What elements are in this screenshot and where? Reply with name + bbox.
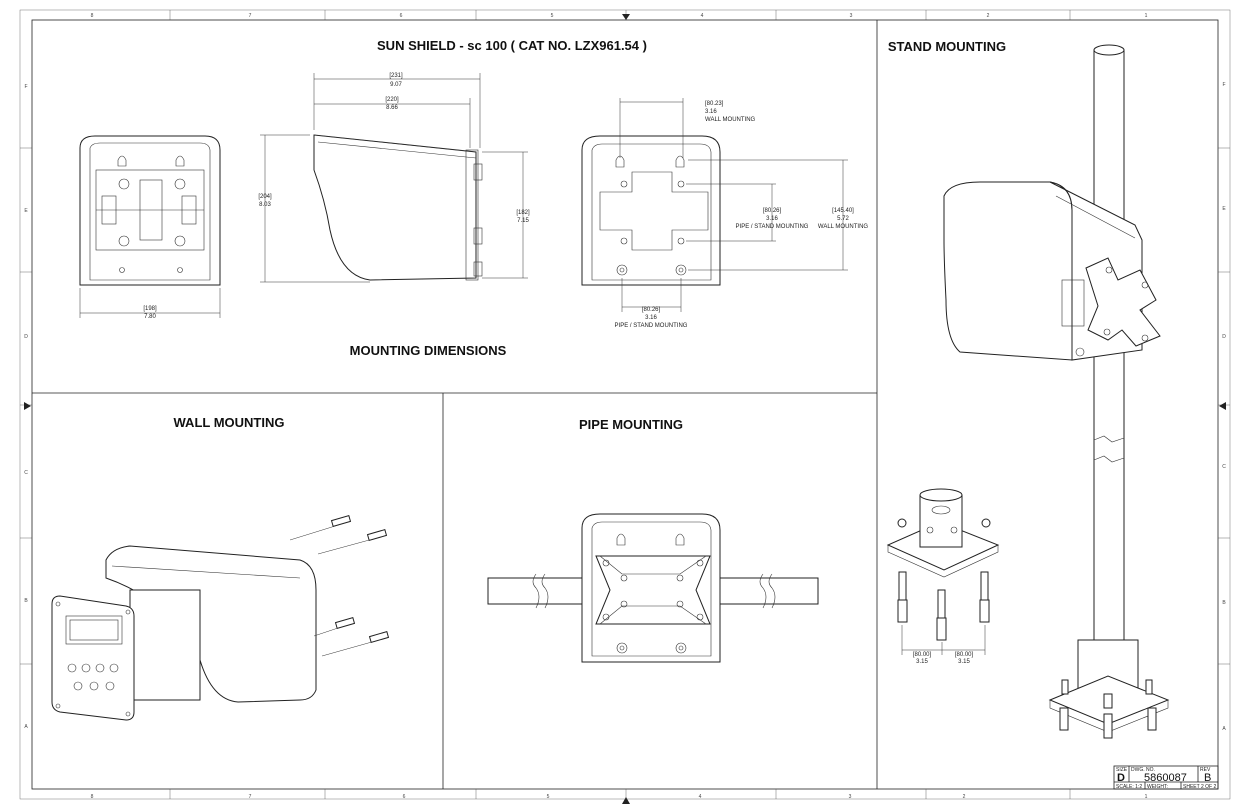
stand-right-mm: [80.00]	[955, 652, 974, 658]
tb-scale: SCALE: 1:2	[1116, 784, 1142, 790]
side-width-mm: [231]	[389, 73, 403, 79]
back-wall-w-mm: [80.23]	[705, 101, 724, 107]
wall-mounting-assembly	[51, 515, 390, 721]
tb-weight: WEIGHT:	[1147, 784, 1168, 790]
front-width-in: 7.80	[144, 314, 156, 320]
side-height-in: 8.03	[259, 202, 271, 208]
zone-bottom-5: 5	[547, 794, 550, 800]
back-pipe-w-label: PIPE / STAND MOUNTING	[615, 323, 688, 329]
zone-left-B: B	[24, 598, 28, 604]
zone-bottom-2: 2	[963, 794, 966, 800]
back-view	[581, 98, 848, 312]
stand-base-detail	[886, 488, 1000, 655]
pipe-mounting-assembly	[487, 513, 819, 663]
side-width-in: 9.07	[390, 82, 402, 88]
side-inner-mm: [220]	[385, 97, 399, 103]
side-inner-in: 8.66	[386, 105, 398, 111]
zone-left-C: C	[24, 470, 28, 476]
tb-size-label: SIZE	[1116, 767, 1128, 773]
tb-dwg-label: DWG. NO.	[1131, 767, 1155, 773]
front-width-mm: [198]	[143, 306, 157, 312]
zone-top-1: 1	[1145, 13, 1148, 19]
sheet-border	[31, 19, 1219, 790]
side-view	[260, 73, 528, 283]
zone-bottom-6: 6	[403, 794, 406, 800]
stand-mounting-title: STAND MOUNTING	[888, 39, 1006, 54]
front-view	[79, 135, 221, 318]
zone-ticks	[20, 10, 1230, 799]
back-pipe-h-label: PIPE / STAND MOUNTING	[736, 224, 809, 230]
stand-right-in: 3.15	[958, 659, 970, 665]
title-block	[1113, 765, 1219, 790]
zone-top-3: 3	[850, 13, 853, 19]
tb-dwg-no: 5860087	[1144, 772, 1187, 784]
zone-bottom-1: 1	[1145, 794, 1148, 800]
zone-left-E: E	[24, 208, 28, 214]
zone-left-F: F	[24, 84, 27, 90]
zone-top-4: 4	[701, 13, 704, 19]
zone-top-2: 2	[987, 13, 990, 19]
outer-border	[19, 9, 1231, 800]
sun-shield-title: SUN SHIELD - sc 100 ( CAT NO. LZX961.54 …	[377, 38, 647, 53]
back-pipe-h-mm: [80.26]	[763, 208, 782, 214]
pipe-mounting-title: PIPE MOUNTING	[579, 417, 683, 432]
zone-left-D: D	[24, 334, 28, 340]
wall-mounting-title: WALL MOUNTING	[174, 415, 285, 430]
zone-right-B: B	[1222, 600, 1226, 606]
tb-rev-label: REV	[1200, 767, 1211, 773]
side-height-mm: [204]	[258, 194, 272, 200]
zone-bottom-7: 7	[249, 794, 252, 800]
zone-bottom-8: 8	[91, 794, 94, 800]
back-wall-h-mm: [145.40]	[832, 208, 854, 214]
zone-right-F: F	[1222, 82, 1225, 88]
stand-mounting-assembly	[943, 44, 1170, 739]
back-wall-w-in: 3.16	[705, 109, 717, 115]
mounting-dimensions-title: MOUNTING DIMENSIONS	[350, 343, 507, 358]
zone-top-8: 8	[91, 13, 94, 19]
back-wall-h-in: 5.72	[837, 216, 849, 222]
zone-right-C: C	[1222, 464, 1226, 470]
zone-right-A: A	[1222, 726, 1226, 732]
zone-top-5: 5	[551, 13, 554, 19]
back-pipe-w-in: 3.16	[645, 315, 657, 321]
panel-dividers	[32, 20, 878, 789]
stand-left-mm: [80.00]	[913, 652, 932, 658]
center-arrows	[24, 14, 1226, 804]
side-rear-mm: [182]	[516, 210, 530, 216]
zone-bottom-3: 3	[849, 794, 852, 800]
tb-sheet: SHEET 2 OF 2	[1183, 784, 1216, 790]
back-pipe-w-mm: [80.26]	[642, 307, 661, 313]
zone-right-E: E	[1222, 206, 1226, 212]
zone-right-D: D	[1222, 334, 1226, 340]
zone-top-6: 6	[400, 13, 403, 19]
zone-left-A: A	[24, 724, 28, 730]
tb-rev: B	[1204, 772, 1211, 784]
back-wall-w-label: WALL MOUNTING	[705, 117, 756, 123]
zone-top-7: 7	[249, 13, 252, 19]
side-rear-in: 7.15	[517, 218, 529, 224]
tb-size: D	[1117, 772, 1125, 784]
stand-left-in: 3.15	[916, 659, 928, 665]
zone-bottom-4: 4	[699, 794, 702, 800]
back-wall-h-label: WALL MOUNTING	[818, 224, 869, 230]
back-pipe-h-in: 3.16	[766, 216, 778, 222]
